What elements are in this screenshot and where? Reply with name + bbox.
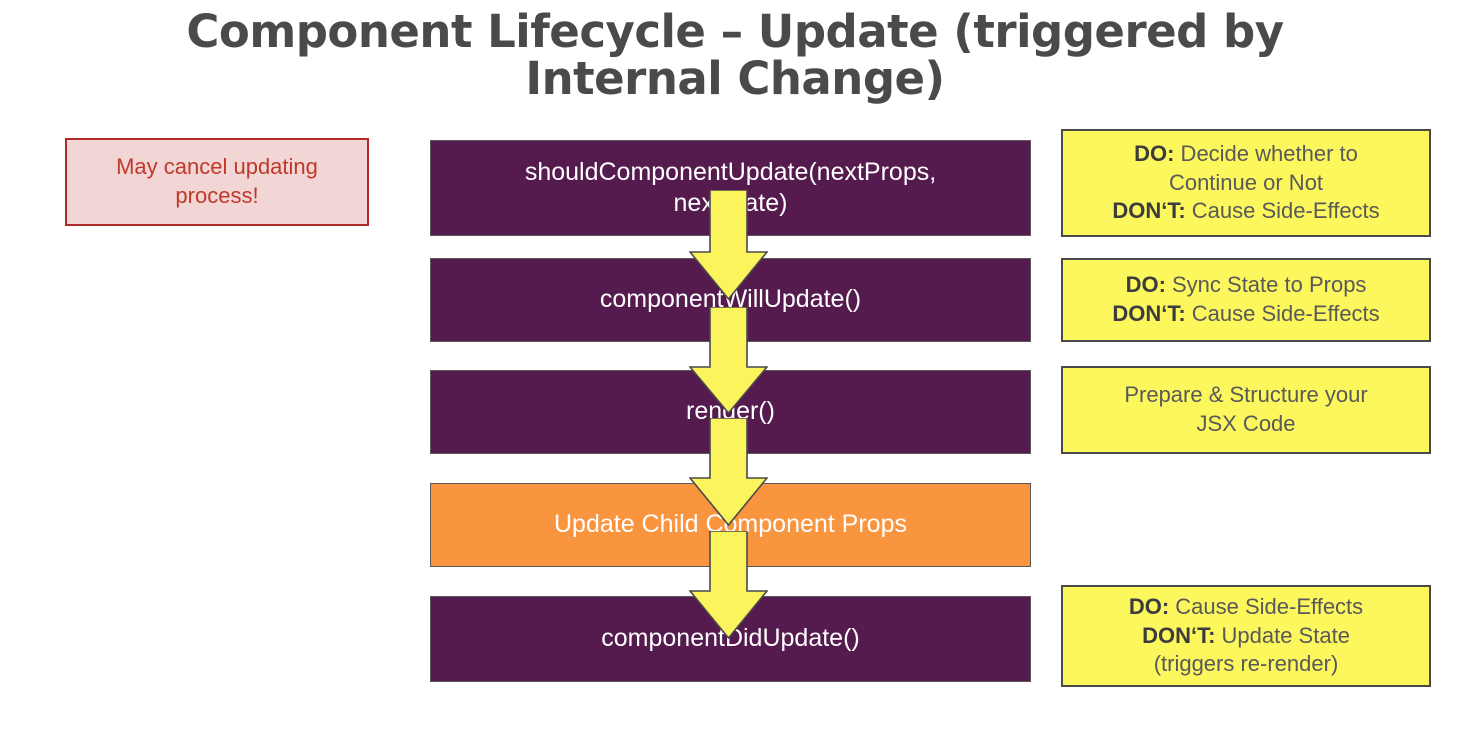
note-text: Prepare & Structure your — [1124, 382, 1368, 408]
guidance-note-should-component-update: DO: Decide whether to Continue or Not DO… — [1061, 129, 1431, 237]
note-bold-prefix: DON‘T: — [1112, 198, 1186, 224]
note-text: Sync State to Props — [1165, 272, 1367, 298]
guidance-note-component-will-update: DO: Sync State to Props DON‘T: Cause Sid… — [1061, 258, 1431, 342]
note-bold-prefix: DON‘T: — [1142, 622, 1216, 648]
lifecycle-step-render[interactable]: render() — [430, 370, 1031, 454]
guidance-note-component-did-update: DO: Cause Side-Effects DON‘T: Update Sta… — [1061, 585, 1431, 687]
lifecycle-step-label: shouldComponentUpdate(nextProps, — [524, 157, 937, 186]
lifecycle-step-component-will-update[interactable]: componentWillUpdate() — [430, 258, 1031, 342]
side-note-line-1: May cancel updating — [116, 154, 318, 180]
note-text: Continue or Not — [1168, 169, 1324, 195]
note-text: (triggers re-render) — [1153, 651, 1339, 677]
lifecycle-step-update-child-component-props[interactable]: Update Child Component Props — [430, 483, 1031, 567]
side-note-line-2: process! — [175, 183, 259, 208]
side-note-may-cancel: May cancel updating process! — [65, 138, 369, 226]
note-text: Cause Side-Effects — [1185, 301, 1380, 326]
note-bold-prefix: DO: — [1128, 594, 1170, 620]
note-bold-prefix: DO: — [1134, 141, 1175, 167]
note-bold-prefix: DON‘T: — [1112, 301, 1186, 326]
page-title: Component Lifecycle – Update (triggered … — [186, 5, 1284, 106]
lifecycle-step-label: Update Child Component Props — [554, 510, 907, 539]
lifecycle-step-should-component-update[interactable]: shouldComponentUpdate(nextProps, nextSta… — [430, 140, 1031, 236]
lifecycle-step-component-did-update[interactable]: componentDidUpdate() — [430, 596, 1031, 682]
lifecycle-step-label-2: nextState) — [673, 189, 788, 217]
note-text: Cause Side-Effects — [1185, 198, 1380, 224]
note-text: Decide whether to — [1174, 141, 1358, 167]
note-bold-prefix: DO: — [1125, 272, 1166, 298]
note-text: Update State — [1215, 622, 1350, 648]
note-text: Cause Side-Effects — [1169, 594, 1364, 620]
note-text: JSX Code — [1196, 411, 1296, 436]
guidance-note-render: Prepare & Structure your JSX Code — [1061, 366, 1431, 454]
lifecycle-step-label: componentDidUpdate() — [601, 624, 860, 653]
lifecycle-step-label: render() — [686, 397, 775, 426]
lifecycle-step-label: componentWillUpdate() — [599, 285, 862, 314]
